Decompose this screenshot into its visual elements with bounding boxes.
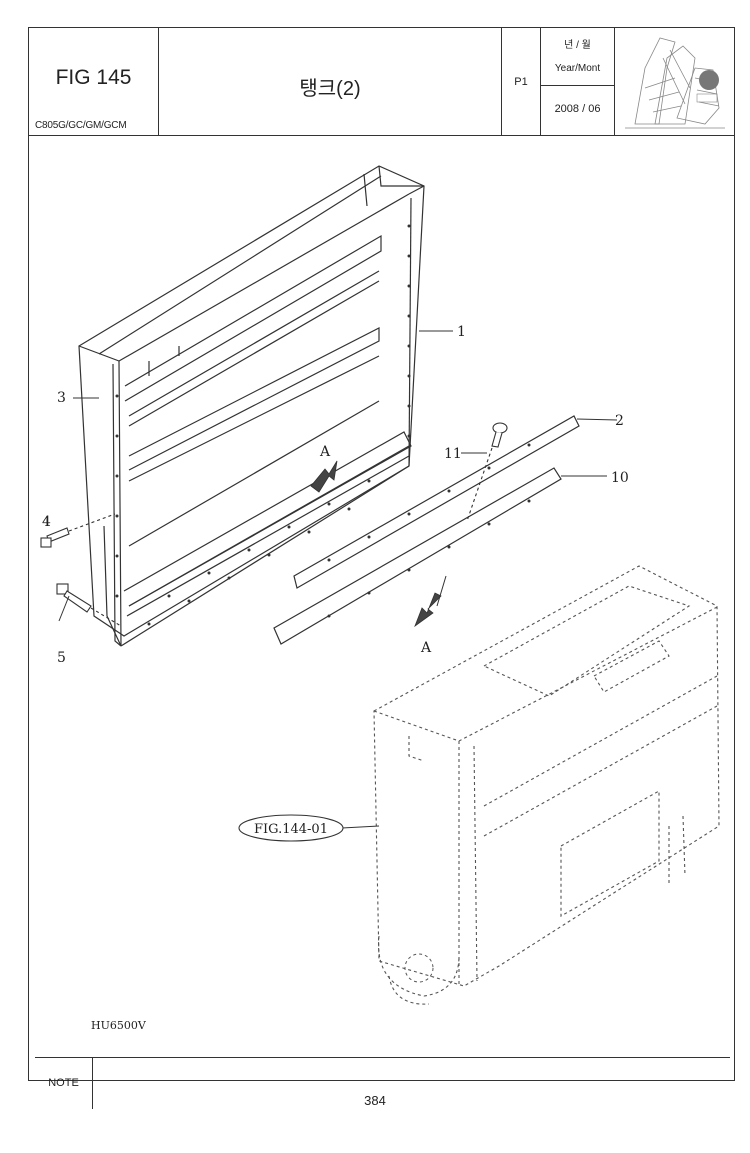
view-a-label-bottom: A [420,640,432,656]
model-codes: C805G/GC/GM/GCM [35,120,127,131]
bolt-part-5 [56,583,122,627]
page-code: P1 [514,76,528,88]
date-label-english: Year/Mont [554,63,601,74]
frame-reference-body [373,565,720,1005]
callout-5: 5 [57,650,66,666]
strip-part-10 [273,467,562,645]
page-title: 탱크(2) [299,78,361,100]
excavator-thumbnail-image [625,37,725,129]
title-block: FIG 145 C805G/GC/GM/GCM 탱크(2) P1 년 / 월 Y… [29,28,734,136]
figure-number: FIG 145 [55,66,132,89]
exploded-view-drawing: 1 3 4 5 2 10 11 A A FIG.144-01 [40,165,720,1005]
title-cell: 탱크(2) [159,28,502,136]
callout-leaders [46,330,618,829]
tank-panel-assembly [78,165,425,647]
machine-thumbnail [615,28,734,136]
callout-11: 11 [444,446,462,462]
fig-ref-label: FIG.144-01 [254,822,328,837]
view-a-arrow-up [310,460,338,493]
figure-cell: FIG 145 C805G/GC/GM/GCM [29,28,159,136]
callout-10: 10 [611,470,629,486]
note-row: NOTE [35,1057,730,1109]
note-label: NOTE [35,1058,93,1109]
view-a-arrow-down [414,592,442,628]
tank-bolt-holes [115,224,411,626]
callout-1: 1 [457,324,466,340]
fig-ref-ellipse [238,814,344,842]
screw-part-11 [466,422,508,522]
date-label-korean: 년 / 월 [564,40,591,51]
page-cell: P1 [502,28,541,136]
view-a-label-top: A [319,444,331,460]
callout-4: 4 [42,514,51,530]
strip-holes [327,443,531,618]
callout-3: 3 [57,390,66,406]
bolt-part-4 [40,513,116,548]
date-value: 2008 / 06 [554,103,601,115]
callout-2: 2 [615,413,624,429]
drawing-code: HU6500V [91,1019,146,1032]
page-number: 384 [364,1093,386,1108]
drawing-frame: FIG 145 C805G/GC/GM/GCM 탱크(2) P1 년 / 월 Y… [28,27,735,1109]
strip-part-2 [293,415,580,589]
date-cell: 년 / 월 Year/Mont 2008 / 06 [541,28,615,136]
